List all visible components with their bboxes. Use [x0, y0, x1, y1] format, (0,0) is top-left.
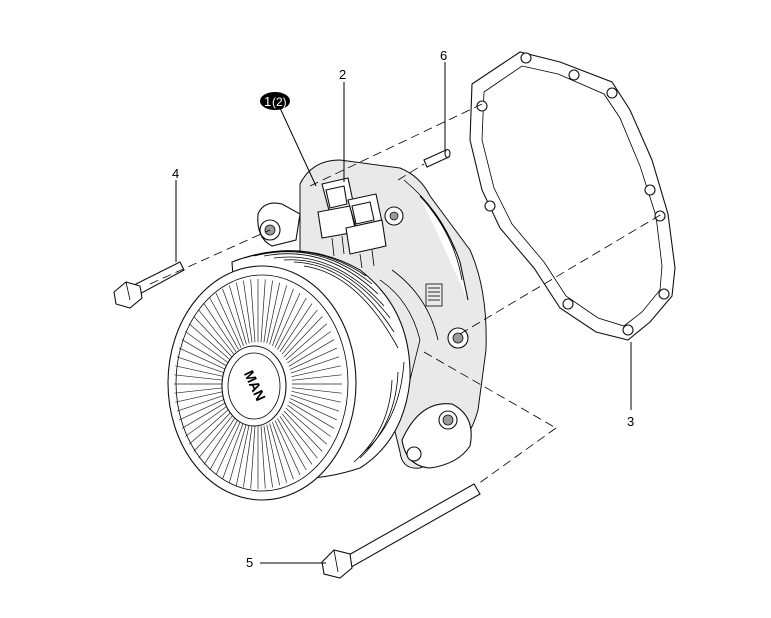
fin-line — [176, 356, 226, 374]
callout-3: 3 — [627, 414, 634, 429]
fin-line — [277, 418, 307, 471]
fin-line — [281, 413, 318, 459]
fin-line — [289, 398, 338, 421]
fin-line — [263, 280, 273, 343]
fin-line — [235, 282, 250, 344]
fin-line — [289, 347, 338, 370]
fin-line — [272, 421, 294, 480]
fin-line — [188, 407, 231, 445]
callout-6: 6 — [440, 48, 447, 63]
fin-line — [174, 387, 225, 394]
fin-line — [272, 288, 294, 347]
callout-1-quantity: (2) — [272, 95, 287, 109]
fin-line — [274, 292, 301, 348]
fin-line — [174, 374, 225, 381]
fin-line — [222, 421, 244, 480]
fin-line — [281, 309, 318, 355]
fin-line — [176, 394, 226, 412]
fin-line — [269, 423, 288, 483]
bolt-long — [321, 483, 481, 579]
fin-line — [260, 279, 266, 343]
fin-line — [222, 288, 244, 347]
callout-2: 2 — [339, 67, 346, 82]
fin-line — [290, 356, 340, 374]
fin-line — [291, 387, 342, 394]
fin-line — [260, 425, 266, 489]
callout-5: 5 — [246, 555, 253, 570]
fin-line — [243, 425, 253, 488]
cooling-fins — [174, 279, 342, 489]
fin-line — [181, 339, 228, 367]
fin-line — [285, 407, 328, 445]
gasket — [469, 51, 676, 341]
fin-line — [209, 418, 239, 471]
fin-line — [291, 365, 341, 378]
fin-line — [283, 410, 323, 452]
fin-line — [198, 413, 235, 459]
fin-line — [269, 285, 288, 345]
fin-line — [288, 339, 335, 367]
fin-line — [215, 292, 242, 348]
fin-line — [185, 331, 229, 364]
alignment-lines — [149, 103, 663, 485]
bolt-short — [113, 261, 185, 309]
fin-line — [235, 424, 250, 486]
fin-line — [279, 416, 313, 465]
fin-line — [287, 331, 331, 364]
fin-line — [266, 424, 281, 486]
fin-line — [283, 316, 323, 358]
fin-line — [178, 347, 227, 370]
fin-line — [193, 410, 233, 452]
fin-line — [250, 279, 256, 343]
fin-line — [250, 425, 256, 489]
fin-line — [178, 398, 227, 421]
fin-line — [175, 390, 225, 403]
fin-line — [266, 282, 281, 344]
fin-line — [203, 303, 237, 352]
fin-line — [198, 309, 235, 355]
fin-line — [290, 394, 340, 412]
fin-line — [193, 316, 233, 358]
fin-line — [277, 297, 307, 350]
fin-line — [288, 401, 335, 429]
fin-line — [209, 297, 239, 350]
fin-line — [287, 404, 331, 437]
dowel-pin — [423, 148, 451, 168]
callout-1-number: 1 — [264, 94, 271, 109]
viscous-fan-clutch: MAN — [167, 265, 357, 501]
fin-line — [185, 404, 229, 437]
fin-line — [181, 401, 228, 429]
housing-label-plate — [425, 283, 443, 307]
fin-line — [228, 285, 247, 345]
electrical-connectors — [317, 177, 387, 269]
fin-line — [243, 280, 253, 343]
fin-line — [291, 374, 342, 381]
gasket-bolt-holes — [476, 52, 670, 336]
fin-line — [263, 425, 273, 488]
fin-line — [274, 420, 301, 476]
fin-line — [285, 323, 328, 361]
fin-line — [203, 416, 237, 465]
fin-line — [279, 303, 313, 352]
fin-line — [291, 390, 341, 403]
fin-line — [188, 323, 231, 361]
callout-1: 1 (2) — [260, 92, 290, 110]
fin-line — [215, 420, 242, 476]
leader-lines — [175, 62, 632, 564]
callout-4: 4 — [172, 166, 179, 181]
fin-line — [175, 365, 225, 378]
fin-line — [228, 423, 247, 483]
